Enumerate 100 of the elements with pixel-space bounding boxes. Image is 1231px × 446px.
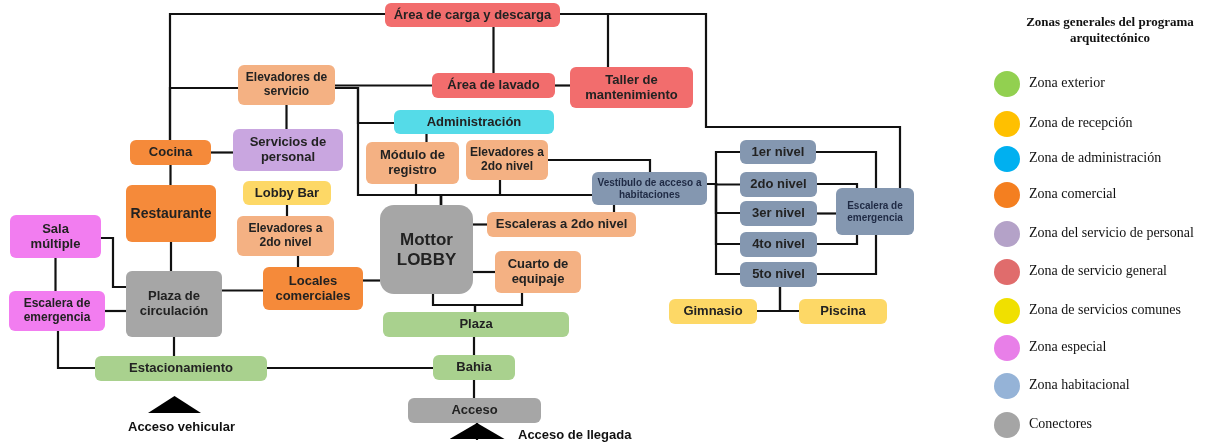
connector-line bbox=[222, 289, 263, 292]
zone-box bbox=[233, 129, 343, 171]
connector-line bbox=[168, 86, 238, 140]
connector-line bbox=[169, 165, 172, 185]
zone-box bbox=[570, 67, 693, 108]
zone-label: Escalera de emergencia bbox=[846, 200, 904, 223]
connector-line bbox=[472, 337, 476, 355]
zone-box bbox=[95, 356, 267, 381]
connector-line bbox=[285, 205, 289, 216]
zone-label: Locales comerciales bbox=[274, 273, 352, 304]
connector-line bbox=[335, 84, 432, 87]
connector-line bbox=[296, 256, 300, 267]
legend-label: Zona de servicios comunes bbox=[1029, 302, 1181, 318]
connector-line bbox=[473, 223, 487, 226]
connector-line bbox=[56, 331, 95, 370]
zone-label: 1er nivel bbox=[751, 144, 805, 160]
zone-label: Elevadores a 2do nivel bbox=[469, 146, 545, 174]
connector-line bbox=[492, 27, 495, 73]
zone-box bbox=[10, 215, 101, 258]
zone-label: 3er nivel bbox=[752, 206, 805, 221]
zone-box bbox=[130, 140, 211, 165]
connector-line bbox=[363, 279, 380, 282]
connector-line bbox=[169, 242, 173, 271]
zone-label: Piscina bbox=[820, 304, 866, 319]
zone-box bbox=[799, 299, 887, 324]
connector-line bbox=[707, 182, 740, 276]
zone-label: 4to nivel bbox=[752, 237, 805, 252]
zone-box bbox=[243, 181, 331, 205]
zone-box bbox=[466, 140, 548, 180]
legend-label: Zona especial bbox=[1029, 339, 1107, 355]
legend-label: Zona de administración bbox=[1029, 150, 1162, 166]
zone-label: Taller de mantenimiento bbox=[584, 72, 679, 103]
zone-label: Mottor LOBBY bbox=[395, 229, 458, 270]
connector-line bbox=[439, 193, 592, 205]
connector-line bbox=[211, 151, 233, 154]
zone-label: Bahia bbox=[456, 360, 492, 375]
zone-box bbox=[385, 3, 560, 27]
zone-box bbox=[366, 142, 459, 184]
zone-box bbox=[237, 216, 334, 256]
zone-label: Escalera de emergencia bbox=[22, 297, 92, 325]
connector-line bbox=[778, 287, 799, 313]
zone-box bbox=[383, 312, 569, 337]
arrival-arrow bbox=[449, 423, 505, 440]
zone-label: Área de carga y descarga bbox=[393, 7, 552, 23]
connector-line bbox=[105, 309, 126, 313]
zone-label: Plaza bbox=[459, 317, 493, 332]
zone-label: Estacionamiento bbox=[129, 361, 233, 376]
zone-box bbox=[740, 172, 817, 197]
legend-label: Zona comercial bbox=[1029, 186, 1117, 202]
zone-label: Gimnasio bbox=[683, 304, 743, 319]
access-label: Acceso vehicular bbox=[128, 419, 235, 434]
zone-box bbox=[740, 201, 817, 226]
legend-label: Zona del servicio de personal bbox=[1029, 225, 1194, 241]
zone-label: Elevadores de servicio bbox=[244, 71, 329, 99]
connector-line bbox=[473, 293, 524, 312]
zone-label: Módulo de registro bbox=[379, 148, 446, 178]
zone-label: Área de lavado bbox=[447, 78, 540, 93]
legend-label: Zona de recepción bbox=[1029, 115, 1133, 131]
lobby-box bbox=[380, 205, 473, 294]
zone-label: Cuarto de equipaje bbox=[506, 257, 570, 287]
connector-line bbox=[425, 134, 428, 142]
zone-label: Administración bbox=[426, 114, 522, 130]
zone-box bbox=[394, 110, 554, 134]
connector-line bbox=[817, 235, 878, 276]
connector-line bbox=[817, 235, 859, 246]
zone-label: Sala múltiple bbox=[29, 221, 82, 252]
zone-box bbox=[126, 271, 222, 337]
connector-line bbox=[555, 84, 570, 87]
zone-box bbox=[433, 355, 515, 380]
connector-line bbox=[473, 270, 495, 274]
zone-label: Cocina bbox=[148, 145, 193, 160]
legend-label: Zona exterior bbox=[1029, 75, 1105, 91]
zone-box bbox=[408, 398, 541, 423]
zone-box bbox=[9, 291, 105, 331]
connector-line bbox=[816, 150, 878, 188]
connector-line bbox=[472, 380, 476, 398]
zone-box bbox=[740, 262, 817, 287]
zone-label: Acceso bbox=[451, 403, 498, 418]
connector-line bbox=[612, 205, 616, 212]
legend-label: Conectores bbox=[1029, 416, 1092, 432]
legend-label: Zona habitacional bbox=[1029, 377, 1130, 393]
connector-line bbox=[285, 105, 288, 129]
legend-title: Zonas generales del programa arquitectónico bbox=[1025, 14, 1195, 46]
connector-line bbox=[172, 337, 176, 356]
connector-line bbox=[817, 212, 836, 215]
zone-label: Vestíbulo de acceso a habitaciones bbox=[596, 177, 703, 200]
stair-box bbox=[836, 188, 914, 235]
zone-box bbox=[432, 73, 555, 98]
zone-box bbox=[740, 140, 816, 164]
zone-box bbox=[238, 65, 335, 105]
zone-box bbox=[126, 185, 216, 242]
zone-label: 2do nivel bbox=[750, 177, 807, 192]
connector-line bbox=[267, 366, 433, 370]
zone-label: Lobby Bar bbox=[254, 185, 320, 201]
zone-box bbox=[263, 267, 363, 310]
zone-box bbox=[495, 251, 581, 293]
zone-label: Elevadores a 2do nivel bbox=[247, 222, 324, 250]
connector-line bbox=[101, 236, 126, 289]
connector-line bbox=[817, 182, 859, 188]
connector-line bbox=[548, 158, 652, 172]
